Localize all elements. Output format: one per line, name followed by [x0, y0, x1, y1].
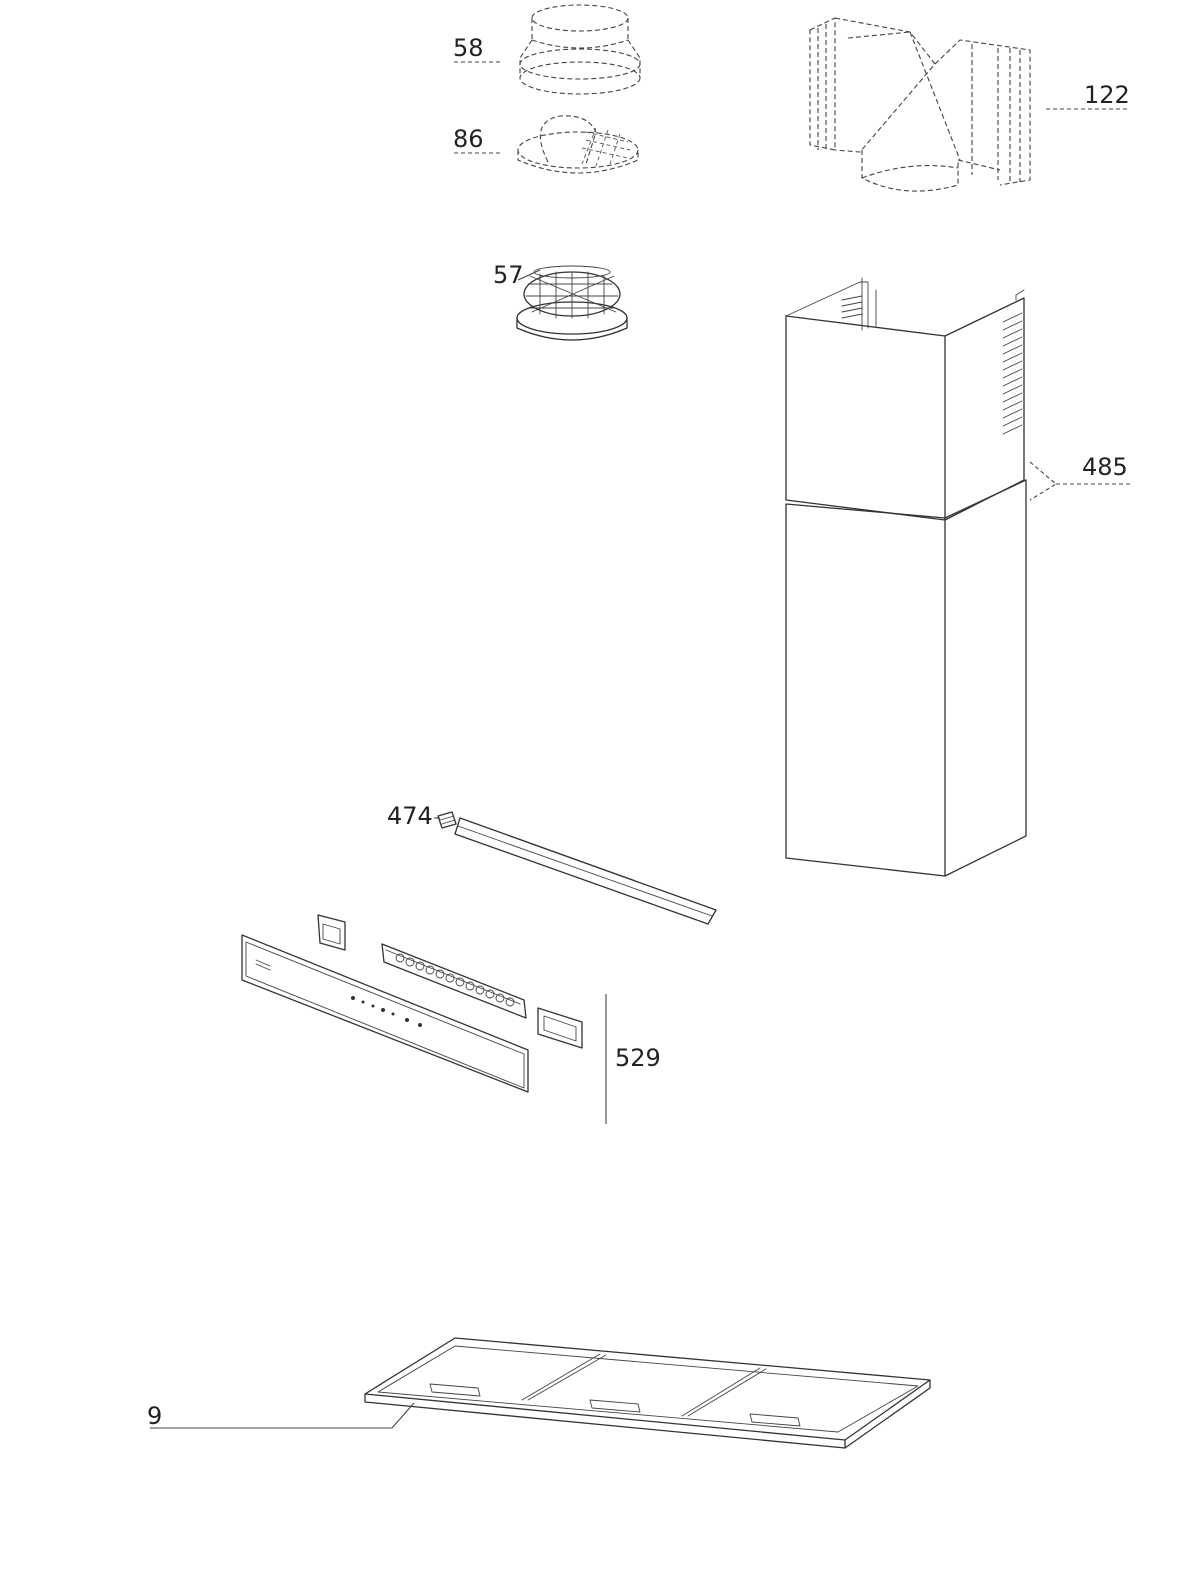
backdraft-valve-icon[interactable]	[517, 115, 639, 174]
label-529: 529	[615, 1044, 661, 1072]
duct-adapter-icon[interactable]	[519, 4, 641, 95]
label-485: 485	[1082, 453, 1128, 481]
label-122: 122	[1084, 81, 1130, 109]
grease-filter-tray-icon[interactable]	[364, 1337, 931, 1449]
label-474: 474	[387, 802, 433, 830]
carbon-filter-icon[interactable]	[516, 265, 628, 341]
duct-elbow-icon[interactable]	[809, 17, 1031, 192]
leader-485	[1029, 461, 1130, 501]
leader-9	[150, 1402, 415, 1429]
leader-lines	[150, 61, 1130, 1429]
led-light-bar-icon[interactable]	[437, 811, 717, 925]
chimney-cover-icon[interactable]	[785, 277, 1027, 877]
leader-57	[517, 269, 541, 281]
label-58: 58	[453, 34, 484, 62]
control-panel-assembly-icon[interactable]	[241, 914, 607, 1124]
label-57: 57	[493, 261, 524, 289]
label-86: 86	[453, 125, 484, 153]
label-9: 9	[147, 1402, 162, 1430]
